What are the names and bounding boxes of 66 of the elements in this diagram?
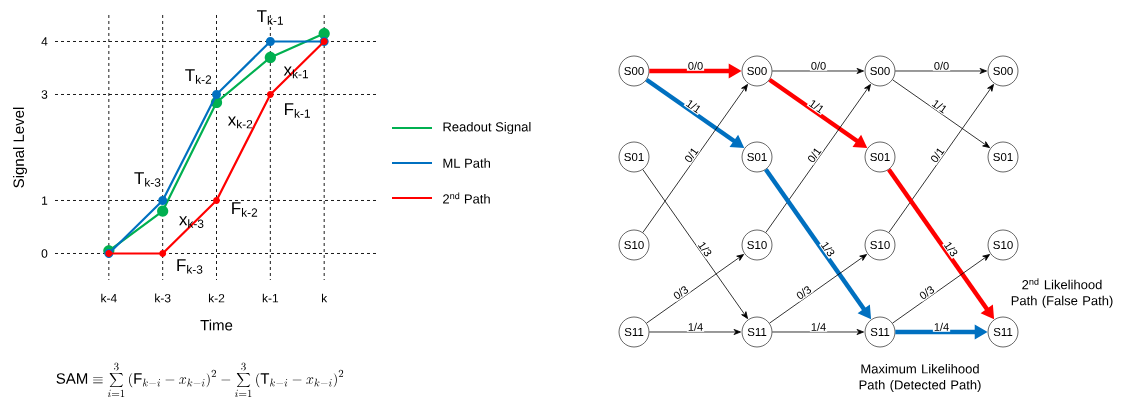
arrow	[646, 254, 744, 324]
legend-label: 2$^{nd}$ Path	[443, 192, 490, 204]
tick-label: 3	[41, 90, 48, 99]
legend-entry: Readout Signal	[392, 121, 531, 135]
point-label: F$_{k-3}$	[177, 259, 203, 274]
legend-entry: ML Path	[392, 158, 490, 168]
edge-label: 0/1	[808, 148, 822, 163]
point	[265, 37, 275, 46]
arrow	[771, 329, 864, 335]
point-label: T$_{k-2}$	[185, 69, 212, 84]
edge-label: 0/0	[811, 61, 826, 70]
point-label: F$_{k-2}$	[232, 202, 258, 217]
path-caption: 2$^{nd}$ Likelihood Path (False Path)	[1011, 278, 1113, 308]
arrow	[642, 169, 748, 319]
point	[158, 196, 168, 205]
legend-label: Readout Signal	[443, 121, 531, 135]
edge-label: 1/1	[931, 100, 946, 114]
point-label: F$_{k-1}$	[285, 103, 310, 118]
tick-label: 1	[42, 196, 48, 205]
point	[157, 205, 169, 217]
edge-label: 0/3	[796, 286, 812, 299]
edge-label: 1/3	[697, 242, 712, 257]
arrow	[771, 68, 864, 74]
edge-label: 0/3	[919, 286, 935, 299]
arrow	[769, 254, 867, 324]
point-label: T$_{k-3}$	[134, 172, 161, 187]
formula: $\mathrm{SAM}\equiv\sum_{i=1}^{3}\left(\mathrm{F}_{k-i}-x_{k-i}\right)^2-\sum_{i=1}^{3}\left(\mathrm{T}_{k-i}-x_{k-i}\right)^2$	[56, 362, 344, 398]
point	[159, 250, 167, 257]
point	[318, 27, 330, 40]
legend-label: ML Path	[443, 158, 490, 168]
axis-title: Time	[200, 319, 233, 331]
edge-label: 1/3	[820, 242, 835, 257]
point	[264, 51, 276, 63]
arrow	[892, 79, 990, 148]
point	[212, 90, 221, 99]
edge-label: 0/0	[688, 61, 703, 70]
point-label: x$_{k-2}$	[227, 116, 253, 129]
edge-label: 0/1	[931, 148, 945, 163]
point	[266, 91, 274, 98]
tick-label: k-4	[101, 293, 117, 303]
arrow	[888, 84, 994, 233]
edge-label: 0/1	[685, 148, 699, 163]
arrow	[892, 254, 990, 324]
tick-label: k-1	[262, 293, 279, 303]
tick-label: k-3	[155, 293, 171, 303]
arrow	[894, 68, 987, 74]
arrow	[648, 329, 741, 335]
edge-label: 0/3	[673, 286, 689, 299]
edge-label: 1/4	[811, 322, 826, 331]
edge-label: 1/4	[688, 322, 703, 331]
edge-label: 0/0	[934, 61, 949, 70]
arrow	[642, 84, 748, 233]
tick-label: k	[322, 293, 328, 303]
arrow	[765, 84, 871, 233]
edge-label: 1/1	[808, 100, 823, 114]
edge-label: 1/4	[934, 322, 949, 331]
edge-label: 1/3	[943, 242, 958, 257]
point-label: x$_{k-1}$	[283, 66, 308, 79]
legend-entry: 2$^{nd}$ Path	[392, 192, 490, 204]
point-label: T$_{k-1}$	[257, 10, 283, 25]
path-caption: Maximum Likelihood Path (Detected Path)	[859, 363, 981, 393]
tick-label: 4	[41, 37, 48, 46]
tick-label: 0	[41, 249, 48, 258]
edge-label: 1/1	[685, 100, 700, 114]
axis-title: Signal Level	[13, 107, 27, 188]
tick-label: k-2	[209, 293, 225, 303]
